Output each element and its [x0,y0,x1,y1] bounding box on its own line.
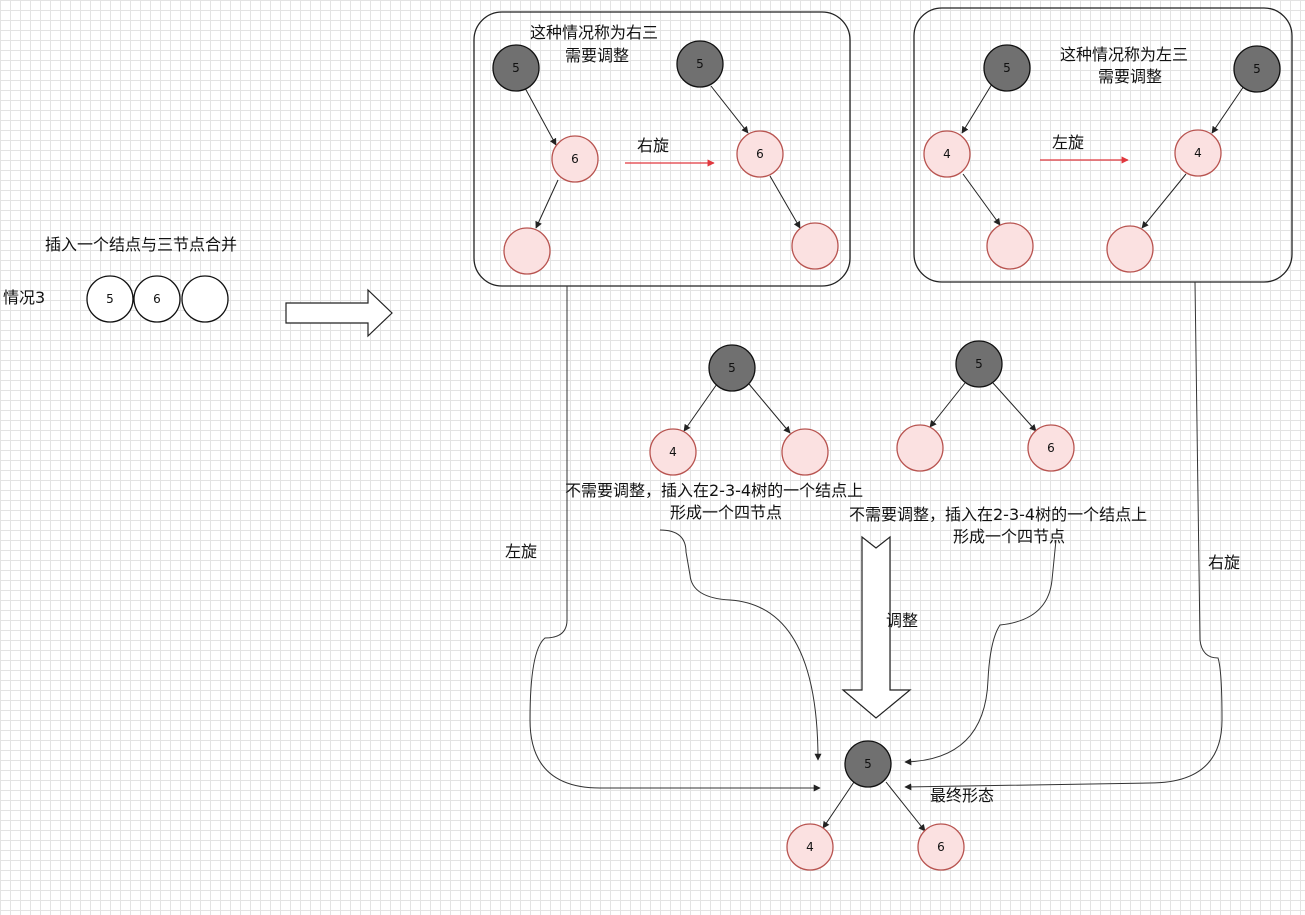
final-left: 4 [786,823,834,871]
lt-after-grandchild [1106,225,1154,273]
lt-before-grandchild [986,222,1034,270]
svg-text:5: 5 [975,357,983,371]
svg-text:4: 4 [943,147,951,161]
svg-text:5: 5 [864,757,872,771]
big-right-arrow [285,288,393,338]
right-three-frame [473,11,851,287]
svg-text:4: 4 [1194,146,1202,160]
rt-after-child: 6 [736,130,784,178]
lt-rotate-label: 左旋 [1052,133,1084,152]
na2-root: 5 [955,340,1003,388]
right-rotate-label: 右旋 [1208,553,1240,572]
merge-label: 插入一个结点与三节点合并 [45,235,237,254]
na1-line1: 不需要调整，插入在2-3-4树的一个结点上 [565,481,863,500]
rt-rotate-label: 右旋 [637,136,669,155]
svg-text:5: 5 [696,57,704,71]
left-rotate-label: 左旋 [505,542,537,561]
lt-after-root: 5 [1233,45,1281,93]
svg-text:6: 6 [153,292,161,306]
na1-left: 4 [649,428,697,476]
right-three-title-2: 需要调整 [565,46,629,65]
na2-left [896,424,944,472]
svg-text:5: 5 [512,61,520,75]
rt-after-grandchild [791,222,839,270]
lt-before-root: 5 [983,44,1031,92]
initial-node-5: 5 [86,275,134,323]
final-root: 5 [844,740,892,788]
svg-text:6: 6 [571,152,579,166]
na2-right: 6 [1027,424,1075,472]
rt-after-root: 5 [676,40,724,88]
na1-right [781,428,829,476]
svg-text:4: 4 [669,445,677,459]
initial-node-6: 6 [133,275,181,323]
svg-text:5: 5 [1253,62,1261,76]
rt-before-child: 6 [551,135,599,183]
case-label: 情况3 [3,288,45,307]
left-three-title-2: 需要调整 [1098,67,1162,86]
final-right: 6 [917,823,965,871]
na1-line2: 形成一个四节点 [670,503,782,522]
svg-text:6: 6 [937,840,945,854]
svg-text:5: 5 [106,292,114,306]
lt-after-child: 4 [1174,129,1222,177]
rt-before-root: 5 [492,44,540,92]
svg-text:6: 6 [1047,441,1055,455]
final-label: 最终形态 [930,786,994,805]
left-three-frame [913,7,1293,283]
svg-text:5: 5 [1003,61,1011,75]
na1-root: 5 [708,344,756,392]
na2-line2: 形成一个四节点 [953,527,1065,546]
lt-before-child: 4 [923,130,971,178]
adjust-label: 调整 [886,611,918,630]
na2-line1: 不需要调整，插入在2-3-4树的一个结点上 [849,505,1147,524]
adjust-down-arrow [841,535,912,719]
svg-text:5: 5 [728,361,736,375]
right-three-title-1: 这种情况称为右三 [530,23,658,42]
svg-text:6: 6 [756,147,764,161]
left-three-title-1: 这种情况称为左三 [1060,45,1188,64]
svg-text:4: 4 [806,840,814,854]
initial-node-empty [181,275,229,323]
rt-before-grandchild [503,227,551,275]
